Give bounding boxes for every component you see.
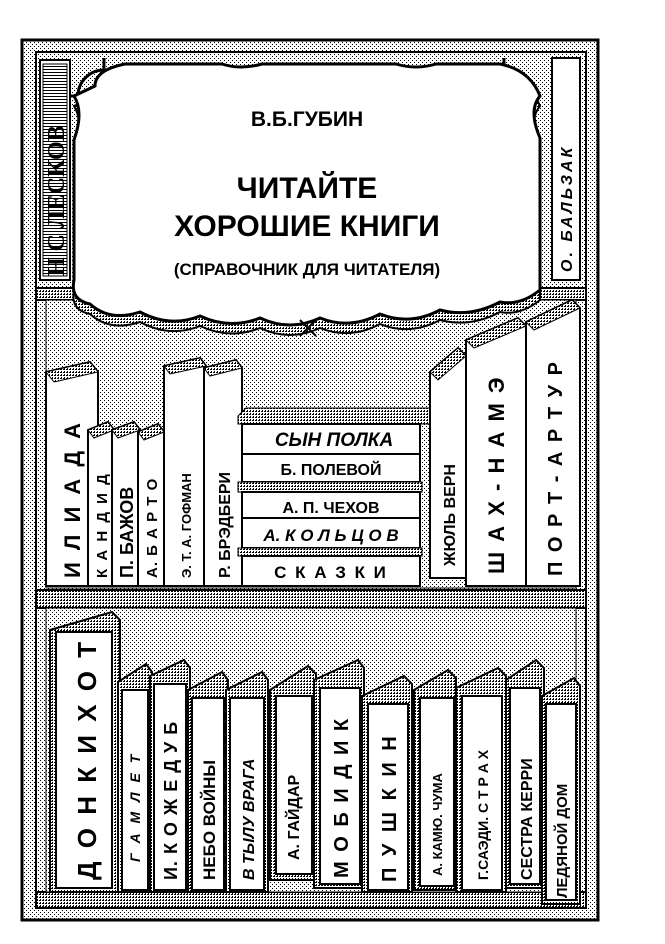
book-leskov: Н С ЛЕСКОВ	[39, 59, 71, 281]
spine-barto: А. Б А Р Т О	[144, 478, 161, 578]
spine-pushkin: П У Ш К И Н	[379, 733, 401, 882]
book-ledyanoy-dom: ЛЕДЯНОЙ ДОМ	[541, 676, 581, 905]
spine-nebo-voyny: НЕБО ВОЙНЫ	[200, 760, 219, 880]
spine-ledyanoy-dom: ЛЕДЯНОЙ ДОМ	[553, 784, 571, 898]
spine-kandid: К А Н Д И Д	[94, 472, 111, 578]
spine-bradbury: Р. БРЭДБЕРИ	[217, 472, 234, 578]
stack-syn-polka: СЫН ПОЛКА	[275, 430, 393, 451]
book-barto: А. Б А Р Т О	[137, 422, 165, 587]
spine-balzac: О. БАЛЬЗАК	[559, 145, 576, 272]
subtitle: (СПРАВОЧНИК ДЛЯ ЧИТАТЕЛЯ)	[174, 260, 440, 279]
book-bradbury: Р. БРЭДБЕРИ	[203, 358, 243, 587]
book-saedi-strah: Г.САЭДИ. С Т Р А Х	[455, 666, 507, 893]
spine-moby-dick: М О Б И Д И К	[331, 717, 353, 878]
book-kamu-chuma: А. КАМЮ. ЧУМА	[413, 668, 457, 891]
book-kozhedub: И. К О Ж Е Д У Б	[149, 658, 191, 893]
book-nebo-voyny: НЕБО ВОЙНЫ	[187, 670, 229, 893]
book-stack: СЫН ПОЛКА Б. ПОЛЕВОЙ А. П. ЧЕХОВ А. К О …	[237, 407, 431, 587]
spine-kamu-chuma: А. КАМЮ. ЧУМА	[430, 773, 445, 876]
spine-jules-verne: ЖЮЛЬ ВЕРН	[442, 464, 459, 567]
book-bazhov: П. БАЖОВ	[111, 420, 141, 587]
spine-bazhov: П. БАЖОВ	[117, 487, 137, 578]
book-v-tylu-vraga: В ТЫЛУ ВРАГА	[225, 670, 269, 893]
spine-sestra-kerri: СЕСТРА КЕРРИ	[519, 758, 536, 880]
spine-hamlet: Г А М Л Е Т	[127, 752, 143, 862]
spine-port-arthur: П О Р Т - А Р Т У Р	[545, 360, 567, 576]
spine-iliada: И Л И А Д А	[60, 420, 85, 578]
book-hamlet: Г А М Л Е Т	[117, 662, 153, 893]
spine-saedi-strah: Г.САЭДИ. С Т Р А Х	[475, 749, 491, 880]
book-moby-dick: М О Б И Д И К	[313, 658, 365, 889]
book-port-arthur: П О Р Т - А Р Т У Р	[525, 298, 581, 587]
book-don-quixote: Д О Н К И Х О Т	[49, 610, 121, 893]
book-pushkin: П У Ш К И Н	[361, 674, 413, 893]
spine-shahname: Ш А Х - Н А М Э	[484, 375, 509, 574]
book-gofman: Э. Т. А. ГОФМАН	[163, 356, 207, 587]
book-kandid: К А Н Д И Д	[87, 420, 115, 587]
spine-gaidar: А. ГАЙДАР	[284, 774, 303, 860]
book-balzac: О. БАЛЬЗАК	[551, 57, 581, 281]
author-name: В.Б.ГУБИН	[251, 108, 363, 131]
book-gaidar: А. ГАЙДАР	[269, 664, 317, 881]
stack-skazki: С К А З К И	[274, 563, 388, 582]
spine-leskov: Н С ЛЕСКОВ	[44, 125, 70, 276]
stack-polevoy: Б. ПОЛЕВОЙ	[281, 460, 382, 479]
spine-gofman: Э. Т. А. ГОФМАН	[179, 473, 194, 578]
book-jules-verne: ЖЮЛЬ ВЕРН	[429, 346, 467, 579]
spine-don-quixote: Д О Н К И Х О Т	[72, 639, 102, 880]
title-line-2: ХОРОШИЕ КНИГИ	[174, 210, 440, 243]
book-shahname: Ш А Х - Н А М Э	[465, 316, 527, 587]
book-sestra-kerri: СЕСТРА КЕРРИ	[505, 658, 545, 889]
stack-chekhov: А. П. ЧЕХОВ	[282, 500, 379, 517]
book-iliada: И Л И А Д А	[45, 360, 99, 587]
title-plate	[71, 62, 542, 337]
spine-v-tylu-vraga: В ТЫЛУ ВРАГА	[241, 759, 258, 880]
spine-kozhedub: И. К О Ж Е Д У Б	[161, 721, 181, 880]
stack-koltsov: А. К О Л Ь Ц О В	[262, 526, 398, 545]
title-line-1: ЧИТАЙТЕ	[237, 171, 378, 205]
